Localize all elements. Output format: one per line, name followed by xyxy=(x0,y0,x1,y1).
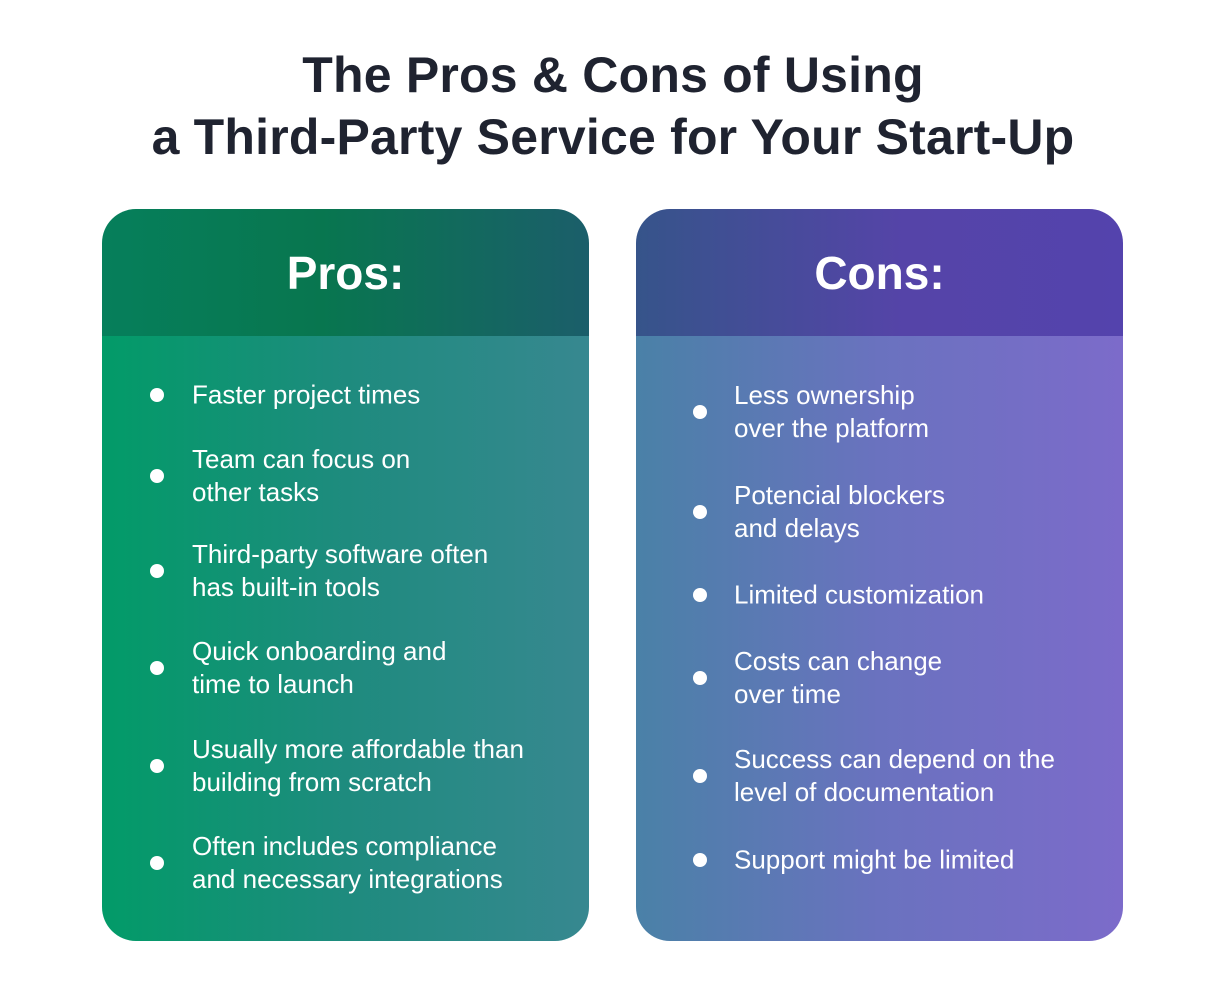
cons-item-1-line-2: over the platform xyxy=(734,413,930,443)
bullet-dot-icon xyxy=(150,388,164,402)
cons-item-4-line-2: over time xyxy=(734,679,841,709)
cons-item-3-line-1: Limited customization xyxy=(734,579,984,610)
pros-item-5-line-2: building from scratch xyxy=(192,767,432,797)
cons-item-6-line-1: Support might be limited xyxy=(734,844,1015,875)
pros-item-1-line-1: Faster project times xyxy=(192,379,421,410)
cons-item-5-line-2: level of documentation xyxy=(734,777,995,807)
pros-item-5-line-1: Usually more affordable than xyxy=(192,734,524,764)
pros-item-6-line-1: Often includes compliance xyxy=(192,831,497,861)
bullet-dot-icon xyxy=(693,405,707,419)
bullet-dot-icon xyxy=(150,661,164,675)
cons-item-5-line-1: Success can depend on the xyxy=(734,744,1055,774)
cons-item-1-line-1: Less ownership xyxy=(734,380,915,410)
pros-heading: Pros: xyxy=(102,209,589,336)
bullet-dot-icon xyxy=(693,769,707,783)
pros-item-2-line-1: Team can focus on xyxy=(192,444,411,474)
page-title: The Pros & Cons of Using a Third-Party S… xyxy=(0,44,1226,168)
pros-item-2-line-2: other tasks xyxy=(192,477,320,507)
pros-card: Pros: Faster project times Team can focu… xyxy=(102,209,589,941)
bullet-dot-icon xyxy=(150,564,164,578)
pros-item-6-line-2: and necessary integrations xyxy=(192,864,503,894)
bullet-dot-icon xyxy=(150,856,164,870)
title-line-2: a Third-Party Service for Your Start-Up xyxy=(151,109,1075,165)
bullet-dot-icon xyxy=(693,588,707,602)
pros-item-3-line-2: has built-in tools xyxy=(192,572,380,602)
cons-card: Cons: Less ownership over the platform P… xyxy=(636,209,1123,941)
cons-item-2-line-2: and delays xyxy=(734,513,860,543)
cons-heading: Cons: xyxy=(636,209,1123,336)
bullet-dot-icon xyxy=(150,759,164,773)
pros-item-3-line-1: Third-party software often xyxy=(192,539,489,569)
cons-item-4-line-1: Costs can change xyxy=(734,646,943,676)
bullet-dot-icon xyxy=(693,505,707,519)
cons-item-2-line-1: Potencial blockers xyxy=(734,480,945,510)
pros-item-4-line-2: time to launch xyxy=(192,669,354,699)
cons-list: Less ownership over the platform Potenci… xyxy=(636,336,1123,941)
bullet-dot-icon xyxy=(693,671,707,685)
bullet-dot-icon xyxy=(150,469,164,483)
pros-list: Faster project times Team can focus on o… xyxy=(102,336,589,941)
bullet-dot-icon xyxy=(693,853,707,867)
pros-item-4-line-1: Quick onboarding and xyxy=(192,636,447,666)
title-line-1: The Pros & Cons of Using xyxy=(302,47,924,103)
